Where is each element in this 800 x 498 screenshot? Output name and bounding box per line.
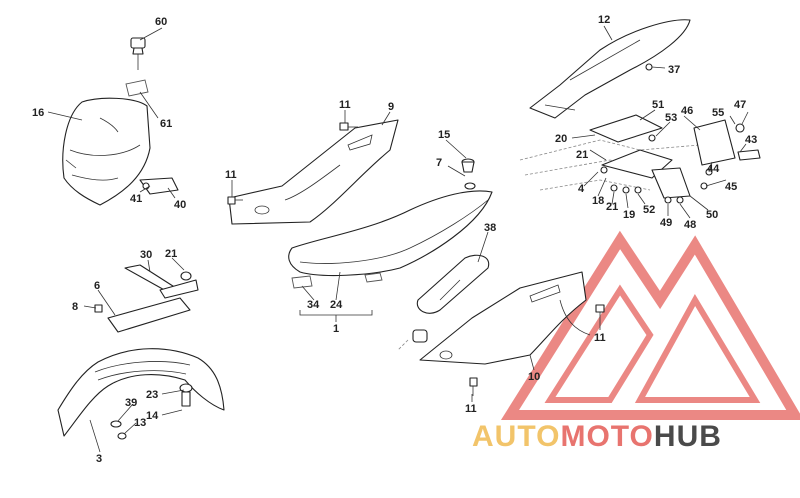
callout-51: 51: [652, 99, 664, 111]
callout-41: 41: [130, 193, 142, 205]
callout-9: 9: [388, 101, 394, 113]
callout-21: 21: [576, 149, 588, 161]
screw-11a-part: [339, 122, 358, 131]
screw-11c-part: [595, 304, 605, 313]
seat-part: [288, 190, 493, 289]
cover-plate-part: [416, 254, 490, 314]
small-fasteners-part: [600, 63, 684, 204]
callout-6: 6: [94, 280, 100, 292]
callout-53: 53: [665, 112, 677, 124]
callout-11: 11: [339, 99, 351, 111]
callout-38: 38: [484, 222, 496, 234]
watermark-logo-icon: [500, 230, 800, 420]
callout-61: 61: [160, 118, 172, 130]
callout-23: 23: [146, 389, 158, 401]
watermark-text: AUTOMOTOHUB: [472, 420, 722, 453]
callout-11: 11: [225, 169, 237, 181]
callout-30: 30: [140, 249, 152, 261]
callout-44: 44: [707, 163, 720, 175]
callout-21: 21: [606, 201, 618, 213]
callout-15: 15: [438, 129, 450, 141]
callout-24: 24: [330, 299, 343, 311]
callout-49: 49: [660, 217, 672, 229]
tail-section-part: [529, 19, 691, 119]
callout-18: 18: [592, 195, 604, 207]
callout-8: 8: [72, 301, 78, 313]
rubber-grommet-part: [397, 329, 428, 351]
watermark-moto: MOTO: [560, 420, 653, 453]
right-side-panel-part: [419, 271, 591, 365]
front-fender-part: [57, 348, 225, 440]
callout-48: 48: [684, 219, 696, 231]
callout-45: 45: [725, 181, 737, 193]
watermark-auto: AUTO: [472, 420, 560, 453]
callout-11: 11: [594, 332, 606, 344]
callout-47: 47: [734, 99, 746, 111]
callout-21: 21: [165, 248, 177, 260]
license-plate-holder-part: [693, 119, 761, 190]
callout-20: 20: [555, 133, 567, 145]
callout-4: 4: [578, 183, 585, 195]
tail-bracket-part: [589, 114, 691, 199]
callout-7: 7: [436, 157, 442, 169]
headlight-fairing-part: [62, 97, 151, 206]
callout-52: 52: [643, 204, 655, 216]
watermark-hub: HUB: [654, 420, 722, 453]
leader-lines: [47, 25, 749, 453]
callout-50: 50: [706, 209, 718, 221]
fender-bracket-part: [94, 264, 199, 333]
callout-12: 12: [598, 14, 610, 26]
screw-11b-part: [227, 196, 243, 205]
callout-40: 40: [174, 199, 186, 211]
side-panel-part: [228, 119, 399, 225]
callout-14: 14: [146, 410, 159, 422]
seat-fastener-part: [461, 158, 476, 190]
callout-labels: 60 61 16 41 40 11 9 11 15 7 12 37 51 46 …: [32, 14, 757, 465]
callout-16: 16: [32, 107, 44, 119]
callout-37: 37: [668, 64, 680, 76]
callout-46: 46: [681, 105, 693, 117]
callout-34: 34: [307, 299, 320, 311]
callout-19: 19: [623, 209, 635, 221]
callout-55: 55: [712, 107, 724, 119]
callout-10: 10: [528, 371, 540, 383]
callout-13: 13: [134, 417, 146, 429]
fairing-bracket-part: [139, 177, 179, 195]
svg-text:AUTOMOTOHUB: AUTOMOTOHUB: [472, 420, 722, 453]
callout-11: 11: [465, 403, 477, 415]
screw-11d-part: [469, 377, 478, 396]
fairing-bolt-part: [125, 37, 149, 97]
callout-3: 3: [96, 453, 102, 465]
callout-39: 39: [125, 397, 137, 409]
callout-1: 1: [333, 323, 339, 335]
callout-60: 60: [155, 16, 167, 28]
callout-43: 43: [745, 134, 757, 146]
